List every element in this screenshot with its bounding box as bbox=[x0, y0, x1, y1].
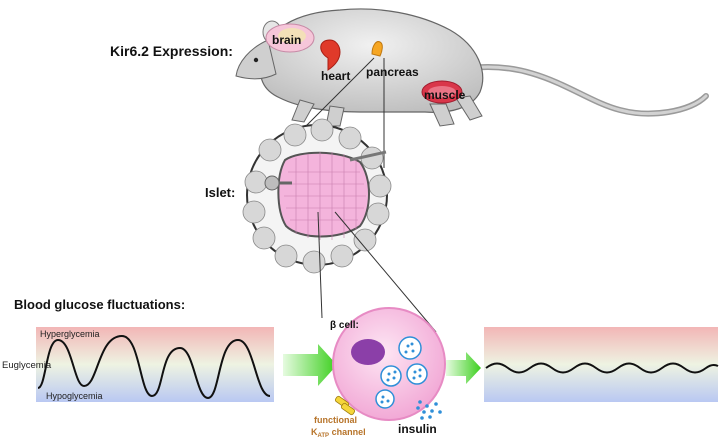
channel-label-line2: KATP channel bbox=[311, 427, 366, 439]
islet-label: Islet: bbox=[205, 185, 235, 200]
brain-label: brain bbox=[272, 33, 301, 47]
stable-glucose-trace bbox=[485, 362, 719, 374]
nucleus bbox=[351, 339, 385, 365]
hyperglycemia-label: Hyperglycemia bbox=[40, 329, 100, 339]
beta-cell-label: β cell: bbox=[330, 320, 359, 331]
pancreas-organ bbox=[371, 41, 383, 57]
fluctuating-glucose-trace bbox=[37, 334, 271, 400]
pancreas-label: pancreas bbox=[366, 65, 419, 79]
glucose-heading: Blood glucose fluctuations: bbox=[14, 297, 185, 312]
insulin-label: insulin bbox=[398, 422, 437, 436]
right-glucose-panel bbox=[484, 327, 719, 402]
muscle-label: muscle bbox=[424, 88, 466, 102]
channel-label-line1: functional bbox=[314, 415, 357, 425]
green-arrow-right bbox=[446, 352, 481, 384]
euglycemia-label: Euglycemia bbox=[2, 360, 52, 371]
insulin-granules bbox=[375, 336, 428, 409]
mouse-illustration: brain heart pancreas muscle bbox=[235, 8, 709, 127]
kir62-heading: Kir6.2 Expression: bbox=[110, 43, 233, 59]
heart-label: heart bbox=[321, 69, 350, 83]
heart-organ bbox=[320, 39, 341, 71]
katp-channel-icon bbox=[334, 395, 356, 416]
islet-illustration bbox=[242, 118, 392, 274]
beta-cell bbox=[332, 307, 446, 421]
hypoglycemia-label: Hypoglycemia bbox=[46, 391, 103, 401]
green-arrow-left bbox=[283, 344, 337, 386]
left-glucose-panel: Hyperglycemia Hypoglycemia bbox=[36, 327, 274, 402]
